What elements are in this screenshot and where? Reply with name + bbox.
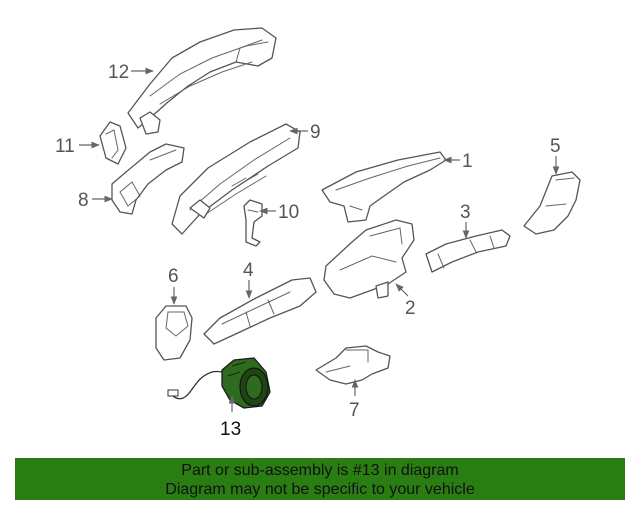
callout-1: 1 [462,151,473,172]
leader-2 [395,283,409,297]
callout-10: 10 [278,202,299,223]
part-10-bracket [243,199,263,247]
info-banner: Part or sub-assembly is #13 in diagram D… [15,458,625,500]
part-12-defroster-duct [127,27,277,135]
part-9-center-duct [171,123,301,235]
callout-2: 2 [405,298,416,319]
part-5-side-duct [523,171,581,235]
callout-7: 7 [349,400,360,421]
part-1-outlet-duct [321,151,447,223]
callout-11: 11 [55,136,75,157]
part-6-side-outlet [155,305,193,361]
banner-line-1: Part or sub-assembly is #13 in diagram [181,462,459,479]
part-4-lower-duct [203,277,317,345]
callout-5: 5 [550,136,561,157]
callout-12: 12 [108,62,129,83]
part-3-duct-segment [425,229,511,273]
callout-9: 9 [310,122,321,143]
part-8-side-outlet-duct [111,143,185,215]
part-2-duct-housing [323,219,415,299]
part-11-side-vent [99,121,127,165]
part-7-floor-duct [315,345,391,385]
callout-4: 4 [243,260,254,281]
callout-3: 3 [460,202,471,223]
callout-6: 6 [168,266,179,287]
callout-13: 13 [220,419,241,440]
callout-8: 8 [78,190,89,211]
part-13-blower-motor [167,357,271,409]
banner-line-2: Diagram may not be specific to your vehi… [165,481,475,498]
